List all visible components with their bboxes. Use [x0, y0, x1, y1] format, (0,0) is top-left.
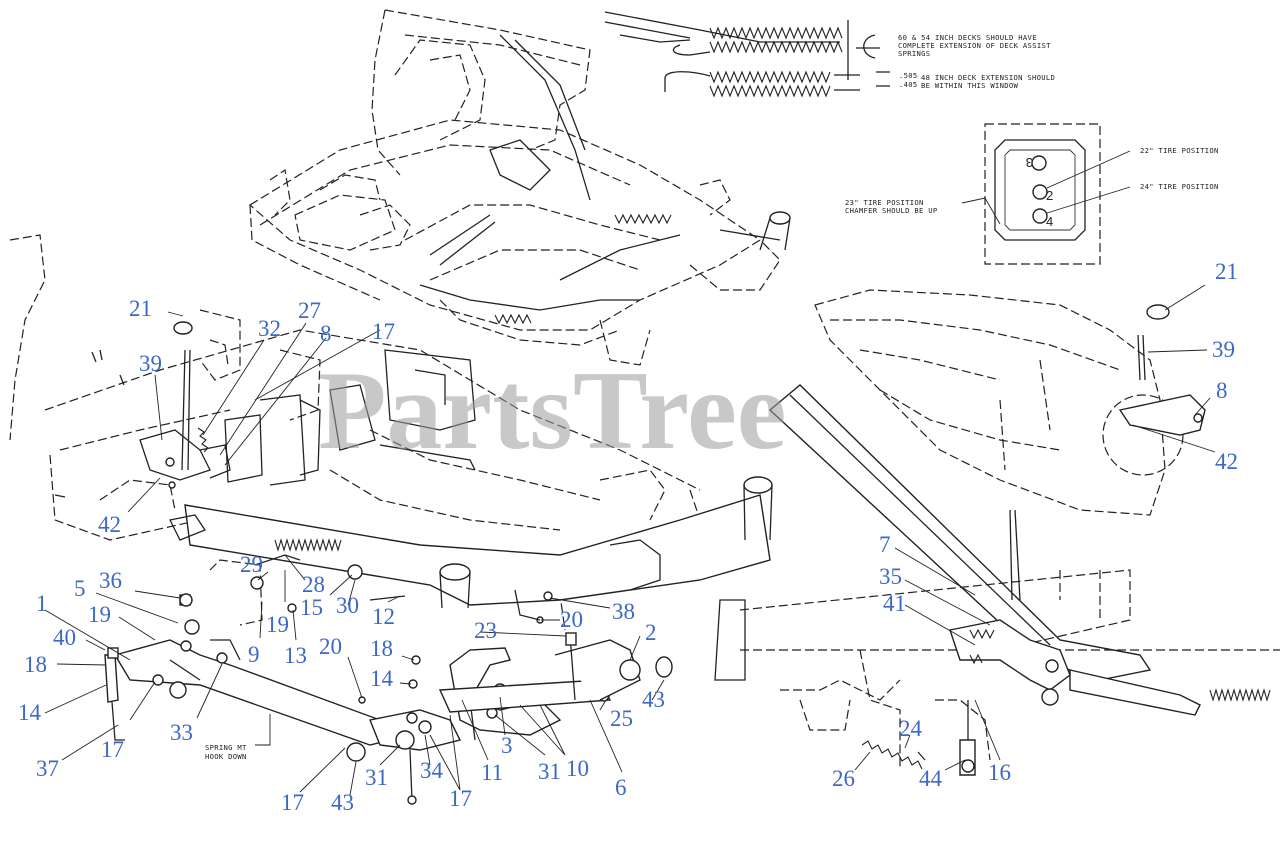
deck-assist-note-line1: 60 & 54 INCH DECKS SHOULD HAVE — [898, 33, 1037, 42]
callout-33: 33 — [170, 720, 193, 745]
callout-29: 29 — [240, 552, 263, 577]
deck-assist-note-line2: COMPLETE EXTENSION OF DECK ASSIST — [898, 41, 1051, 50]
center-bracket — [224, 349, 476, 486]
callout-36: 36 — [99, 568, 122, 593]
callout-31: 31 — [365, 765, 388, 790]
tire-23-note-line1: 23" TIRE POSITION — [845, 198, 924, 207]
callout-19: 19 — [266, 612, 289, 637]
callout-42: 42 — [1215, 449, 1238, 474]
callout-27: 27 — [298, 298, 321, 323]
callout-44: 44 — [919, 766, 943, 791]
callout-17: 17 — [449, 786, 472, 811]
spring-mt-line2: HOOK DOWN — [205, 752, 247, 761]
deck48-note-line1: 48 INCH DECK EXTENSION SHOULD — [921, 73, 1055, 82]
callout-20: 20 — [319, 634, 342, 659]
slot-4-label: 4 — [1046, 214, 1053, 229]
tire-position-plate: 3 2 4 22" TIRE POSITION 24" TIRE POSITIO… — [845, 123, 1219, 265]
deck48-note-line2: BE WITHIN THIS WINDOW — [921, 81, 1019, 90]
callout-6: 6 — [615, 775, 627, 800]
spring-mt-note: SPRING MT HOOK DOWN — [205, 714, 271, 761]
callout-18: 18 — [24, 652, 47, 677]
slot-2-label: 2 — [1046, 188, 1053, 203]
callout-24: 24 — [899, 716, 923, 741]
callout-20: 20 — [560, 607, 583, 632]
callout-18: 18 — [370, 636, 393, 661]
callout-8: 8 — [320, 321, 332, 346]
callout-19: 19 — [88, 602, 111, 627]
callout-42: 42 — [98, 512, 121, 537]
right-side-assembly — [714, 289, 1280, 776]
callout-8: 8 — [1216, 378, 1228, 403]
tire-23-note-line2: CHAMFER SHOULD BE UP — [845, 206, 938, 215]
spring-mt-line1: SPRING MT — [205, 743, 247, 752]
callout-17: 17 — [101, 737, 124, 762]
callout-14: 14 — [18, 700, 42, 725]
left-frame-assembly — [9, 234, 701, 631]
callout-38: 38 — [612, 599, 635, 624]
callout-25: 25 — [610, 706, 633, 731]
callout-40: 40 — [53, 625, 76, 650]
watermark-text: PartsTree — [318, 349, 787, 473]
callout-3: 3 — [501, 733, 513, 758]
callout-15: 15 — [300, 595, 323, 620]
callout-7: 7 — [879, 532, 891, 557]
callout-30: 30 — [336, 593, 359, 618]
callout-5: 5 — [74, 576, 86, 601]
callout-43: 43 — [642, 687, 665, 712]
callout-39: 39 — [139, 351, 162, 376]
callout-41: 41 — [883, 591, 906, 616]
callout-labels: 21 32 27 8 17 39 42 36 5 1 19 40 18 14 3… — [18, 259, 1238, 815]
callout-2: 2 — [645, 620, 657, 645]
callout-32: 32 — [258, 316, 281, 341]
dim-405: .405 — [899, 80, 918, 89]
callout-39: 39 — [1212, 337, 1235, 362]
callout-9: 9 — [248, 642, 260, 667]
spring-extension-detail: 60 & 54 INCH DECKS SHOULD HAVE COMPLETE … — [604, 11, 1055, 98]
callout-16: 16 — [988, 760, 1011, 785]
callout-10: 10 — [566, 756, 589, 781]
callout-37: 37 — [36, 756, 59, 781]
callout-34: 34 — [420, 758, 444, 783]
deck-assist-note-line3: SPRINGS — [898, 49, 930, 58]
callout-11: 11 — [481, 760, 503, 785]
callout-31: 31 — [538, 759, 561, 784]
callout-14: 14 — [370, 666, 394, 691]
callout-21: 21 — [129, 296, 152, 321]
top-frame-assembly — [248, 9, 791, 366]
lift-lever-left — [139, 321, 231, 489]
callout-28: 28 — [302, 572, 325, 597]
slot-3-label: 3 — [1026, 155, 1033, 170]
callout-26: 26 — [832, 766, 855, 791]
callout-21: 21 — [1215, 259, 1238, 284]
callout-35: 35 — [879, 564, 902, 589]
tire-22-note: 22" TIRE POSITION — [1140, 146, 1219, 155]
tire-24-note: 24" TIRE POSITION — [1140, 182, 1219, 191]
callout-23: 23 — [474, 618, 497, 643]
callout-12: 12 — [372, 604, 395, 629]
callout-13: 13 — [284, 643, 307, 668]
callout-17: 17 — [372, 319, 395, 344]
callout-1: 1 — [36, 591, 48, 616]
dim-505: .505 — [899, 71, 918, 80]
callout-43: 43 — [331, 790, 354, 815]
bottom-linkage — [104, 564, 673, 805]
main-cross-tube — [169, 476, 773, 609]
callout-17: 17 — [281, 790, 304, 815]
